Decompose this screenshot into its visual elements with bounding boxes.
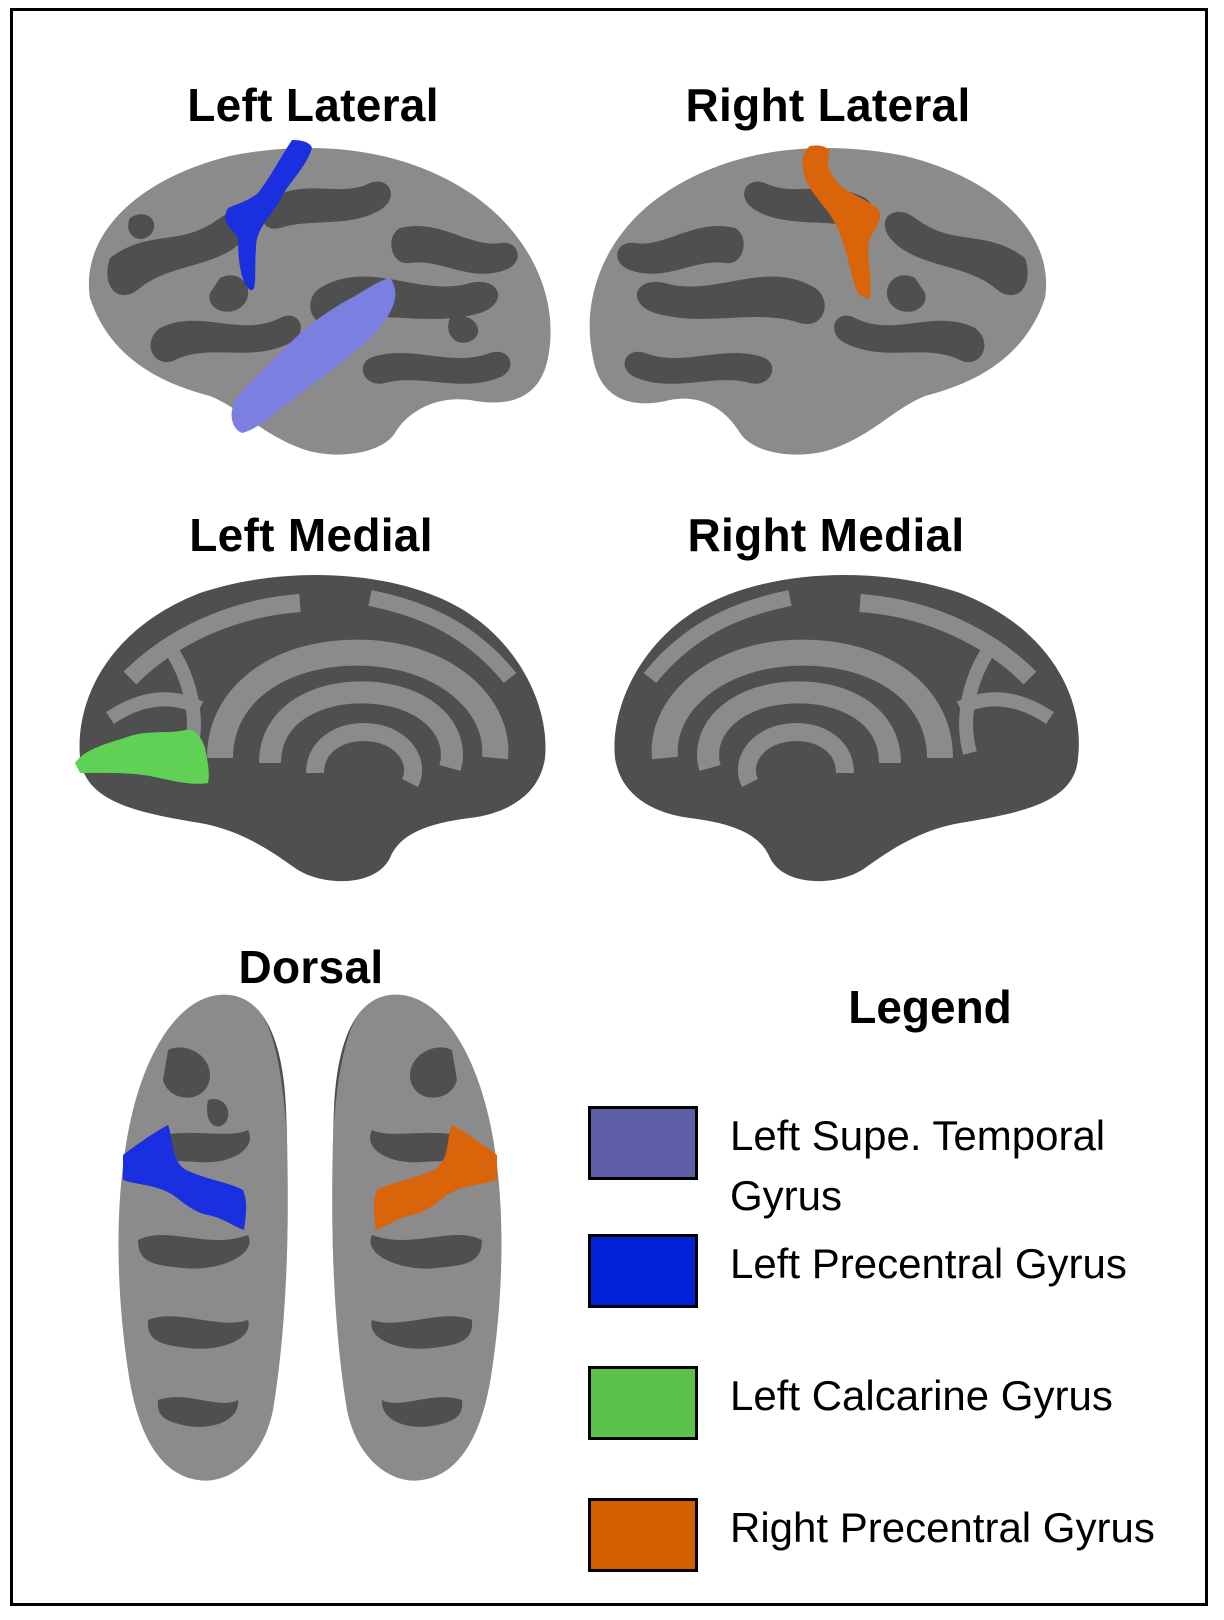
legend-swatch bbox=[588, 1498, 698, 1572]
title-left-medial: Left Medial bbox=[189, 508, 433, 562]
dorsal-left-hemisphere bbox=[108, 990, 298, 1490]
right-lateral-brain bbox=[585, 138, 1065, 468]
cortex-surface bbox=[80, 575, 546, 881]
legend-title: Legend bbox=[848, 980, 1012, 1034]
legend-swatch bbox=[588, 1106, 698, 1180]
cortex-surface bbox=[614, 575, 1078, 881]
legend-item-sup-temporal: Left Supe. Temporal Gyrus bbox=[588, 1106, 1200, 1226]
legend-label: Right Precentral Gyrus bbox=[730, 1498, 1200, 1558]
dorsal-right-hemisphere bbox=[322, 990, 512, 1490]
title-right-medial: Right Medial bbox=[687, 508, 964, 562]
legend-label: Left Supe. Temporal Gyrus bbox=[730, 1106, 1200, 1226]
left-medial-brain bbox=[70, 568, 560, 898]
title-right-lateral: Right Lateral bbox=[685, 78, 970, 132]
left-lateral-brain bbox=[70, 138, 560, 468]
legend-item-calcarine: Left Calcarine Gyrus bbox=[588, 1366, 1200, 1440]
legend-label: Left Precentral Gyrus bbox=[730, 1234, 1200, 1294]
title-dorsal: Dorsal bbox=[239, 940, 384, 994]
title-left-lateral: Left Lateral bbox=[187, 78, 439, 132]
right-medial-brain bbox=[600, 568, 1090, 898]
legend-label: Left Calcarine Gyrus bbox=[730, 1366, 1200, 1426]
legend-item-right-precentral: Right Precentral Gyrus bbox=[588, 1498, 1200, 1572]
legend-item-left-precentral: Left Precentral Gyrus bbox=[588, 1234, 1200, 1308]
legend-swatch bbox=[588, 1366, 698, 1440]
legend-swatch bbox=[588, 1234, 698, 1308]
